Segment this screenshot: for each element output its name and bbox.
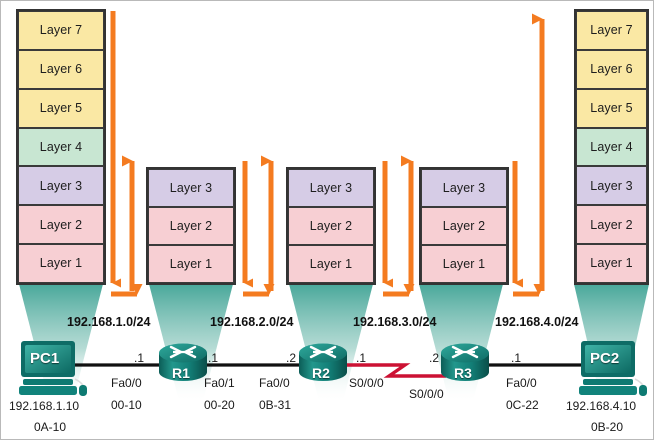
device-label-pc2: PC2: [590, 350, 620, 367]
device-pc2[interactable]: [579, 341, 647, 396]
r1-fa00-name: Fa0/0: [111, 376, 142, 390]
stack-layer: Layer 2: [148, 207, 234, 245]
pc2-mac-label: 0B-20: [591, 420, 624, 434]
stack-layer: Layer 7: [576, 11, 647, 50]
device-label-r3: R3: [454, 365, 472, 381]
network-label-4: 192.168.4.0/24: [495, 315, 579, 329]
network-label-1: 192.168.1.0/24: [67, 315, 151, 329]
stack-layer: Layer 2: [18, 205, 104, 245]
r2-fa00-name: Fa0/0: [259, 376, 290, 390]
r1-fa00-mac: 00-10: [111, 398, 142, 412]
stack-layer: Layer 1: [18, 244, 104, 283]
stack-layer: Layer 3: [148, 169, 234, 207]
device-label-r2: R2: [312, 365, 330, 381]
stack-layer: Layer 1: [148, 245, 234, 283]
stack-layer: Layer 3: [288, 169, 374, 207]
stack-layer: Layer 3: [421, 169, 507, 207]
device-label-pc1: PC1: [30, 350, 60, 367]
stack-layer: Layer 4: [576, 127, 647, 167]
encapsulation-arrows: [110, 11, 545, 297]
device-r1[interactable]: [159, 343, 207, 382]
r2-s000-name: S0/0/0: [349, 376, 384, 390]
stack-layer: Layer 2: [288, 207, 374, 245]
device-pc1[interactable]: [19, 341, 87, 396]
stack-layer: Layer 1: [576, 244, 647, 283]
stack-layer: Layer 7: [18, 11, 104, 50]
pc2-ip-label: 192.168.4.10: [566, 399, 637, 413]
r3-fa00-octet: .1: [511, 351, 522, 365]
pc1-mac-label: 0A-10: [34, 420, 67, 434]
stack-layer: Layer 6: [18, 49, 104, 89]
r3-fa00-mac: 0C-22: [506, 398, 539, 412]
stack-layer: Layer 1: [421, 245, 507, 283]
device-r2[interactable]: [299, 343, 347, 382]
stack-layer: Layer 1: [288, 245, 374, 283]
stack-layer: Layer 5: [18, 88, 104, 128]
r3-s000-octet: .2: [429, 351, 440, 365]
network-label-3: 192.168.3.0/24: [353, 315, 437, 329]
r1-fa00-octet: .1: [134, 351, 145, 365]
stack-layer: Layer 2: [421, 207, 507, 245]
device-r3[interactable]: [441, 343, 489, 382]
r3-s000-name: S0/0/0: [409, 387, 444, 401]
network-label-2: 192.168.2.0/24: [210, 315, 294, 329]
r2-fa00-mac: 0B-31: [259, 398, 292, 412]
stack-layer: Layer 3: [18, 166, 104, 206]
stack-layer: Layer 2: [576, 205, 647, 245]
r3-fa00-name: Fa0/0: [506, 376, 537, 390]
r1-fa01-name: Fa0/1: [204, 376, 235, 390]
link-r2-r3-serial: [346, 363, 446, 378]
pc1-ip-label: 192.168.1.10: [9, 399, 80, 413]
r1-fa01-mac: 00-20: [204, 398, 235, 412]
r1-fa01-octet: .1: [208, 351, 219, 365]
stack-layer: Layer 6: [576, 49, 647, 89]
stack-layer: Layer 4: [18, 127, 104, 167]
stack-layer: Layer 5: [576, 88, 647, 128]
stack-layer: Layer 3: [576, 166, 647, 206]
device-label-r1: R1: [172, 365, 190, 381]
r2-s000-octet: .1: [356, 351, 367, 365]
r2-fa00-octet: .2: [286, 351, 297, 365]
